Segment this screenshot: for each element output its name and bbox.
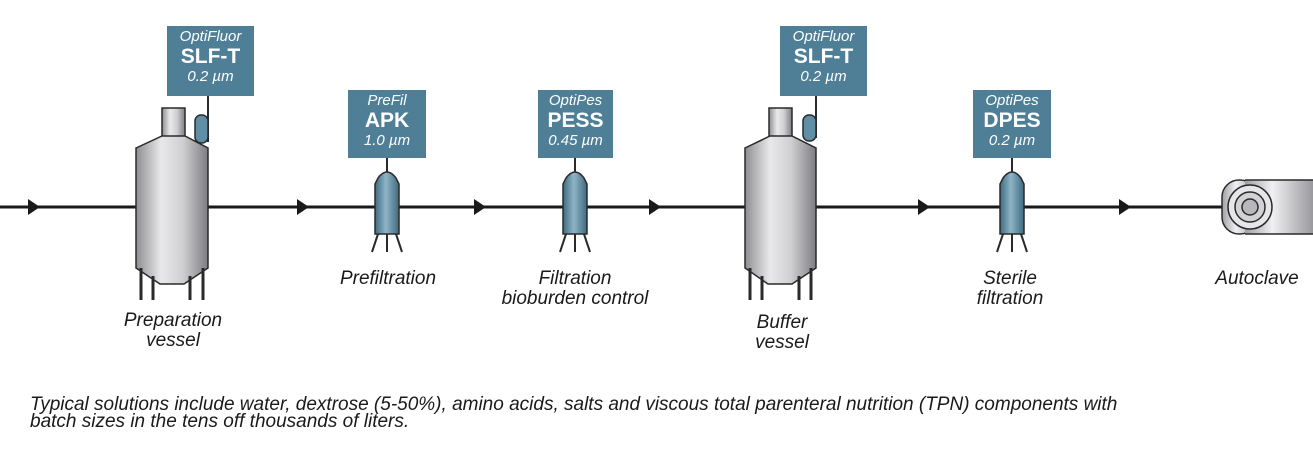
filter-rating: 0.45 µm (548, 132, 603, 149)
filter-spec-box: OptiFluor SLF-T 0.2 µm (780, 26, 867, 96)
filter-spec-box: PreFil APK 1.0 µm (348, 90, 426, 158)
filter-model: PESS (547, 109, 604, 132)
footnote-text: Typical solutions include water, dextros… (30, 394, 1118, 432)
filter-model: APK (364, 109, 410, 132)
filter-model: SLF-T (793, 45, 854, 68)
flow-arrow-icon (1119, 199, 1131, 215)
step-label-prefiltration: Prefiltration (339, 268, 437, 289)
filter-rating: 0.2 µm (187, 68, 234, 85)
filter-housing-icon (559, 158, 591, 253)
filter-brand: PreFil (367, 92, 407, 109)
filter-model: SLF-T (180, 45, 241, 68)
filter-spec-box: OptiPes DPES 0.2 µm (973, 90, 1051, 158)
filter-brand: OptiFluor (179, 28, 242, 45)
autoclave-icon (1221, 179, 1313, 235)
flow-arrow-icon (28, 199, 40, 215)
filter-rating: 0.2 µm (988, 132, 1036, 149)
filter-rating: 1.0 µm (363, 132, 411, 149)
flow-arrow-icon (474, 199, 486, 215)
flow-arrow-icon (649, 199, 661, 215)
step-label-filtration: Filtration bioburden control (501, 268, 649, 309)
filter-brand: OptiPes (548, 92, 603, 109)
step-label-buffer-vessel: Buffer vessel (755, 312, 809, 353)
filter-brand: OptiFluor (792, 28, 855, 45)
step-label-sterile-filtration: Sterile filtration (976, 268, 1044, 309)
flow-arrow-icon (918, 199, 930, 215)
flow-arrow-icon (297, 199, 309, 215)
filter-spec-box: OptiFluor SLF-T 0.2 µm (167, 26, 254, 96)
flow-arrows (28, 199, 1131, 215)
preparation-vessel-icon (135, 96, 209, 300)
filter-model: DPES (983, 109, 1041, 132)
filter-housing-icon (371, 158, 403, 253)
step-label-autoclave: Autoclave (1215, 268, 1299, 289)
filter-rating: 0.2 µm (800, 68, 847, 85)
buffer-vessel-icon (744, 96, 817, 300)
filter-brand: OptiPes (985, 92, 1039, 109)
filter-housing-icon (996, 158, 1028, 253)
step-label-preparation-vessel: Preparation vessel (123, 310, 223, 351)
filter-spec-box: OptiPes PESS 0.45 µm (538, 90, 613, 158)
